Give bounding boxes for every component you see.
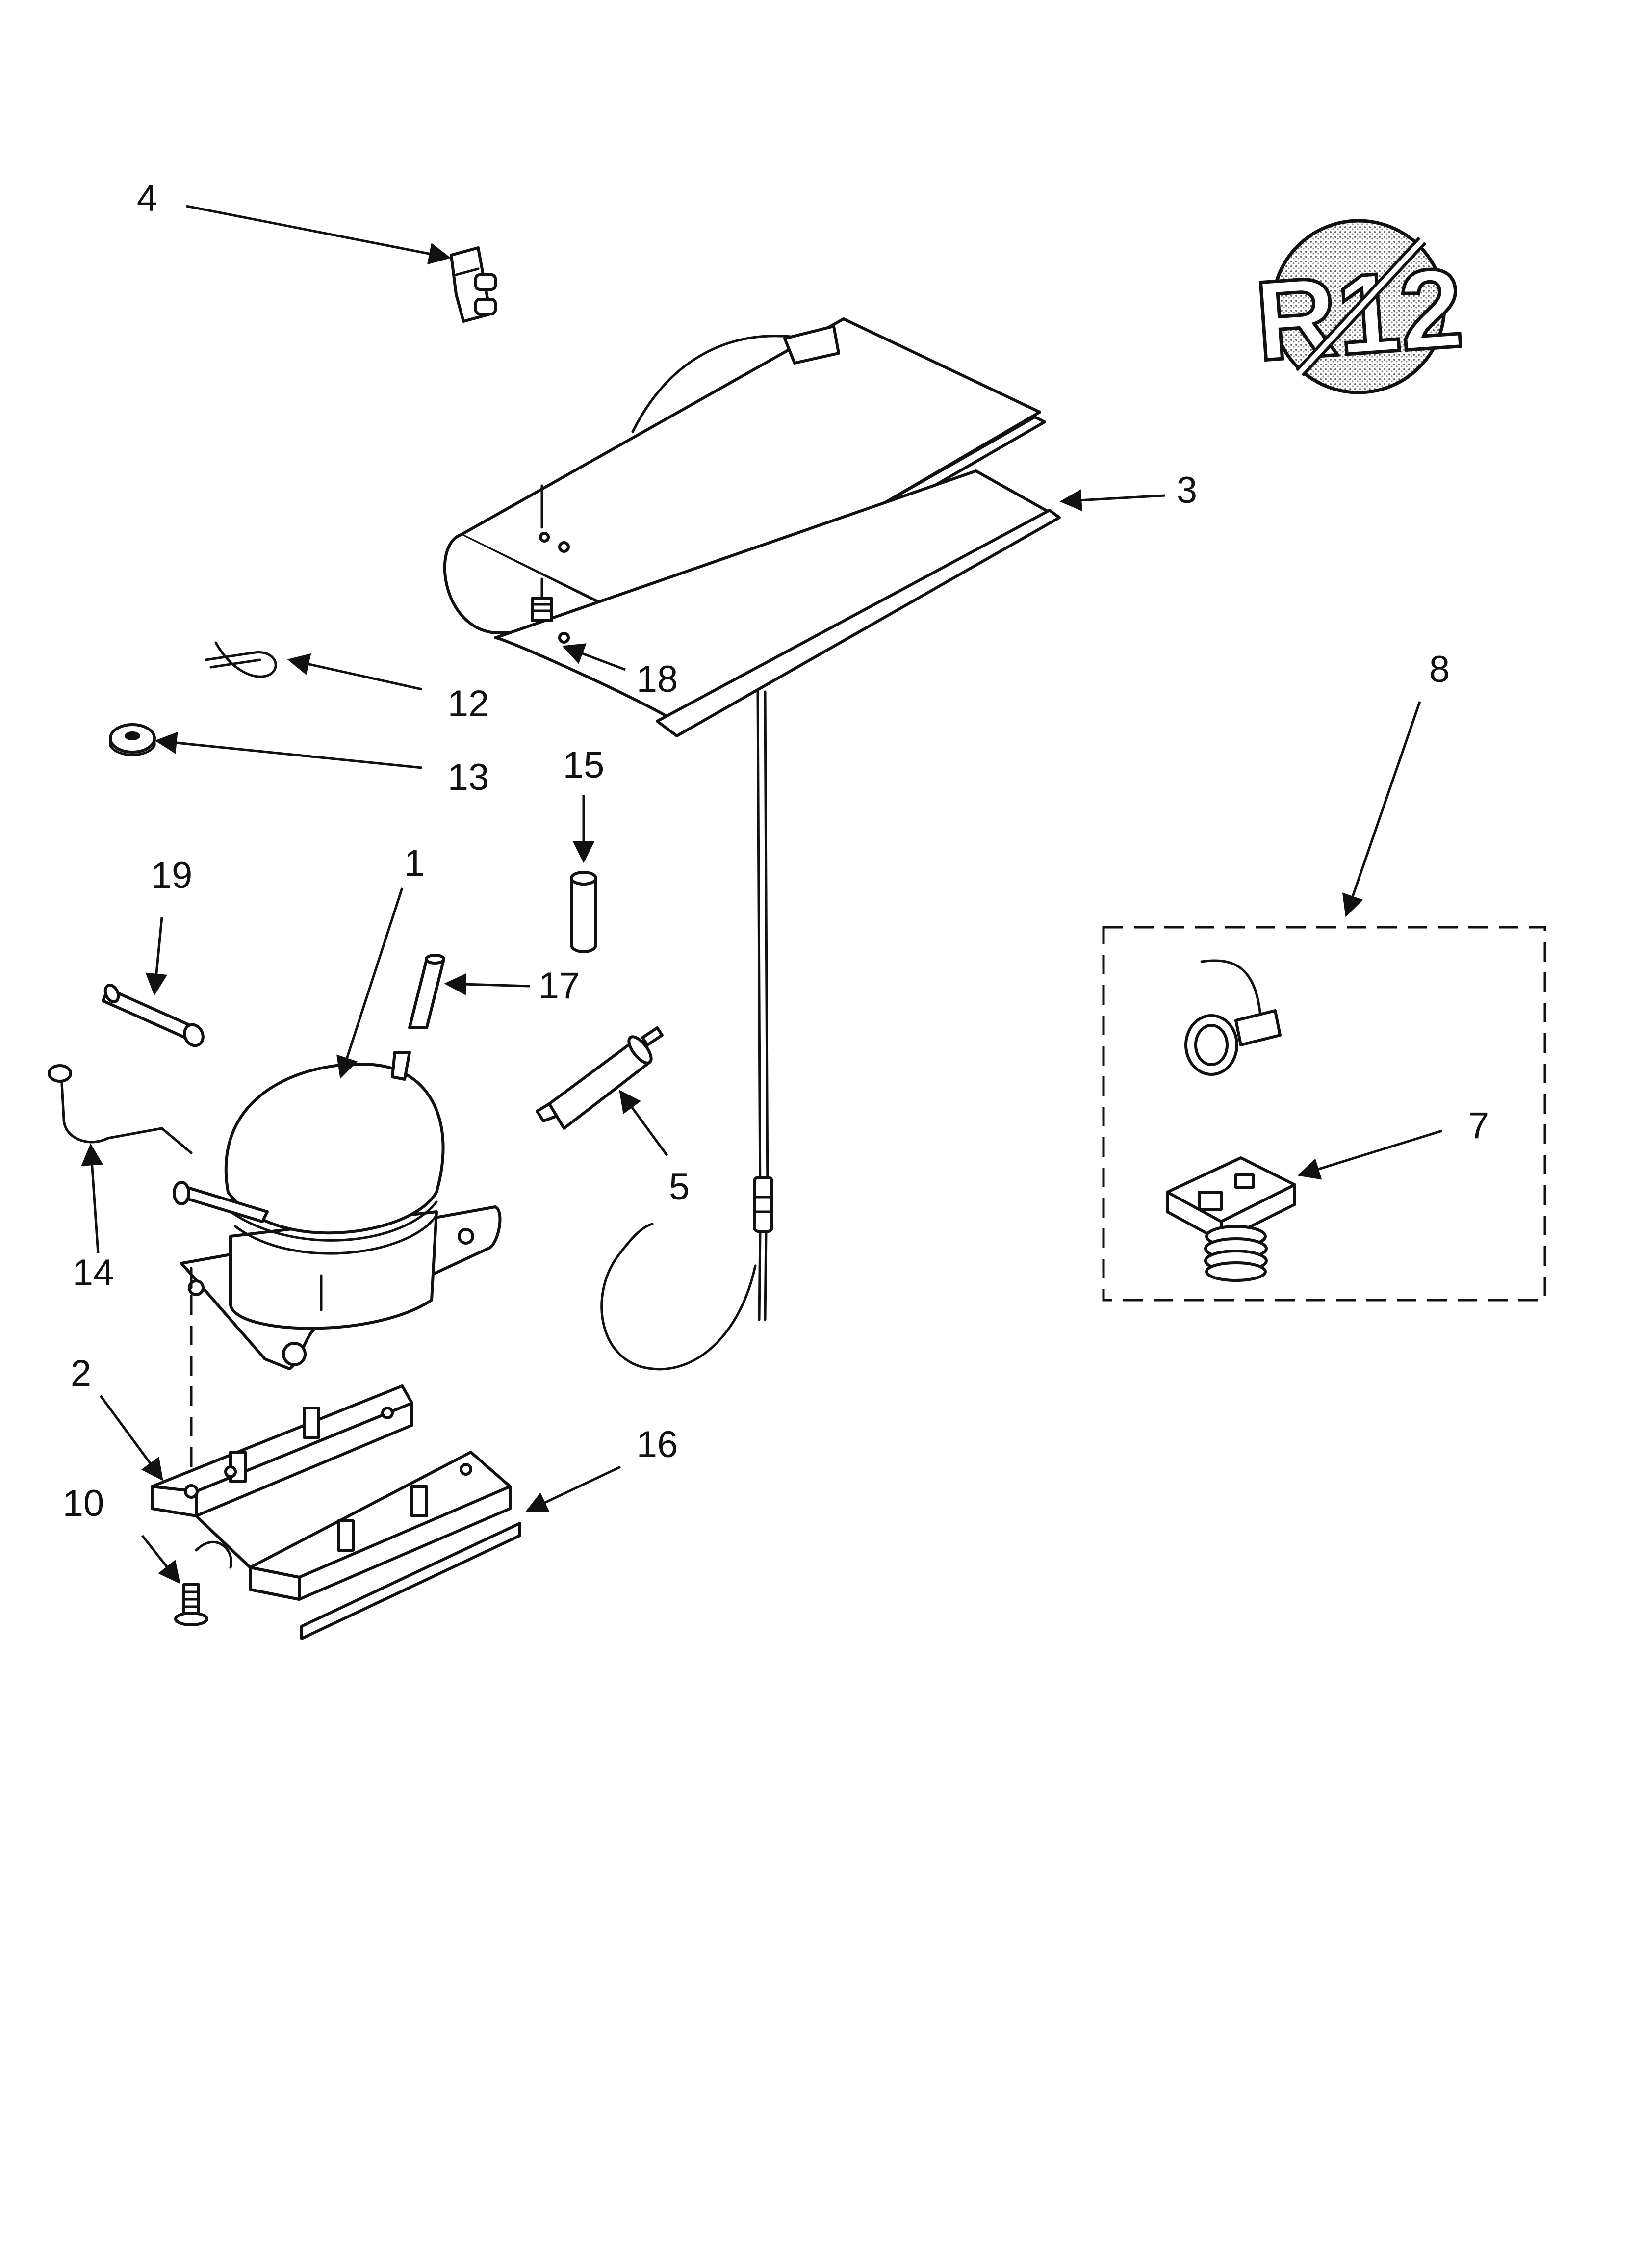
part-4-clip	[450, 246, 497, 323]
leader-lines	[81, 205, 1442, 1584]
callout-labels: 4 3 18 12 13 15 17 5 19 1 14 2 10 16 8 7	[63, 178, 1489, 1524]
callout-16: 16	[637, 1424, 678, 1465]
callout-5: 5	[669, 1166, 690, 1208]
part-5-drier	[536, 1026, 664, 1130]
capillary-tube	[600, 690, 773, 1371]
part-13-grommet	[109, 723, 156, 756]
part-8-relay-kit	[1102, 926, 1546, 1302]
callout-13: 13	[448, 756, 489, 798]
part-2-base	[151, 1384, 512, 1601]
callout-12: 12	[448, 683, 489, 725]
callout-17: 17	[539, 965, 580, 1007]
part-3-condenser-tray	[443, 317, 1061, 737]
callout-1: 1	[404, 842, 425, 884]
relay-coil	[1204, 1225, 1268, 1282]
callout-8: 8	[1429, 649, 1450, 690]
callout-4: 4	[137, 178, 157, 219]
part-10-screw	[174, 1583, 208, 1626]
callout-19: 19	[151, 855, 193, 896]
callout-18: 18	[637, 658, 678, 700]
part-17-tube	[408, 954, 445, 1029]
callout-7: 7	[1468, 1105, 1489, 1147]
part-15-sleeve	[570, 871, 597, 953]
callout-10: 10	[63, 1483, 104, 1524]
part-19-tube	[102, 983, 205, 1047]
callout-15: 15	[563, 744, 605, 786]
no-r12-symbol: R12	[1250, 219, 1468, 394]
callout-3: 3	[1177, 469, 1197, 511]
part-16-strip	[300, 1522, 521, 1640]
part-12-clip	[205, 641, 277, 678]
part-14-tube	[48, 1064, 193, 1154]
callout-14: 14	[73, 1252, 114, 1294]
callout-2: 2	[71, 1353, 91, 1394]
part-1-compressor	[173, 1051, 502, 1482]
